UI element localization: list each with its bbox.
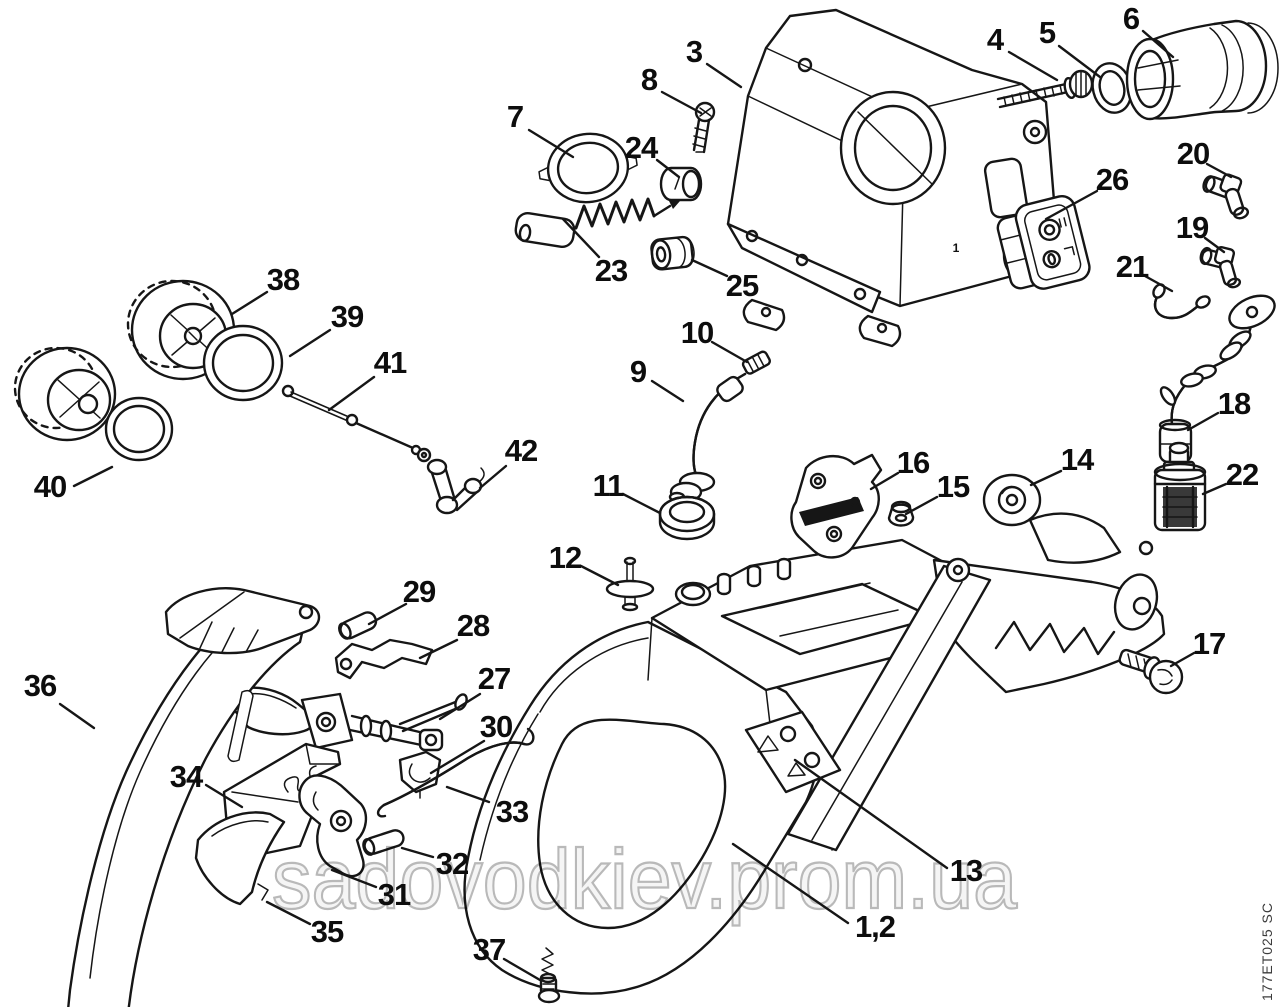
- part-oring-39: [202, 324, 284, 402]
- callout-leader-line-40: [72, 465, 114, 488]
- callout-leader-lines: [58, 29, 1233, 982]
- part-fuel-filter-22: [1153, 441, 1207, 532]
- callout-leader-line-4: [1007, 50, 1059, 82]
- callout-leader-line-38: [230, 290, 269, 316]
- callout-leader-line-8: [660, 90, 703, 115]
- callout-leader-line-34: [204, 783, 244, 809]
- part-oil-hose-18: [1158, 294, 1276, 464]
- part-adapter-6: [1125, 19, 1279, 121]
- callout-leader-line-1,2: [731, 842, 850, 925]
- callout-leader-line-18: [1186, 411, 1220, 432]
- callout-leader-line-10: [710, 340, 749, 364]
- callout-leader-line-5: [1057, 44, 1102, 79]
- callout-leader-line-28: [418, 638, 459, 660]
- part-pump-cover-16: [790, 453, 883, 559]
- callout-leader-line-16: [869, 471, 900, 491]
- part-hose-21: [1152, 283, 1211, 320]
- part-plug-24: [659, 166, 703, 202]
- callout-leader-line-23: [561, 217, 601, 259]
- callout-leader-line-14: [1029, 469, 1063, 487]
- part-pin-29: [338, 611, 378, 640]
- callout-leader-line-35: [265, 900, 312, 926]
- callout-leader-line-39: [288, 328, 332, 358]
- watermark-text: sadovodkiev.prom.ua: [272, 832, 1017, 926]
- callout-leader-line-19: [1203, 236, 1226, 254]
- callout-leader-line-42: [478, 464, 508, 490]
- part-tube-9: [668, 350, 771, 503]
- callout-leader-line-7: [527, 128, 575, 159]
- part-rod-41: [281, 384, 432, 463]
- callout-leader-line-33: [445, 785, 491, 804]
- callout-leader-line-12: [579, 564, 620, 587]
- part-handlebar-36: [67, 587, 321, 1007]
- callout-leader-line-36: [58, 702, 96, 730]
- callout-leader-line-25: [690, 258, 729, 278]
- part-latch-30: [398, 750, 442, 799]
- part-ring-grommet-14: [982, 473, 1042, 527]
- part-screw-17: [1118, 648, 1184, 695]
- callout-leader-line-37: [502, 957, 542, 982]
- part-spring-screw-23: [514, 197, 680, 248]
- warning-label: [744, 710, 842, 794]
- part-switch-26: [996, 195, 1091, 290]
- callout-leader-line-32: [400, 846, 435, 859]
- part-bushing-11: [658, 495, 716, 541]
- part-elbow-valve-19: [1199, 245, 1242, 289]
- callout-leader-line-26: [1044, 189, 1099, 221]
- callout-leader-line-13: [793, 758, 949, 870]
- callout-leader-line-17: [1169, 651, 1196, 668]
- part-handle-shell-35: [194, 811, 286, 906]
- part-screw-37: [537, 947, 561, 1004]
- callout-leader-line-41: [327, 375, 376, 412]
- part-shroud-housing: [726, 8, 1060, 348]
- part-collet-25: [650, 235, 695, 271]
- part-screw-8: [692, 101, 716, 154]
- callout-leader-line-22: [1201, 482, 1228, 496]
- part-crank-28: [334, 638, 434, 680]
- callout-leader-line-31: [330, 868, 378, 889]
- part-nut-15: [887, 500, 915, 527]
- sheet-code-text: 177ET025 SC: [1259, 902, 1275, 1001]
- callout-leader-line-29: [367, 602, 408, 626]
- part-cap-40: [13, 346, 174, 462]
- part-elbow-nozzle-20: [1202, 173, 1250, 220]
- callout-leader-line-24: [655, 158, 681, 179]
- part-rod-33: [376, 727, 535, 818]
- callout-leader-line-21: [1143, 274, 1174, 293]
- part-pin-32: [362, 829, 405, 856]
- callout-leader-line-15: [904, 495, 939, 516]
- part-retainer-42: [426, 458, 485, 515]
- callout-leader-line-3: [705, 62, 743, 89]
- callout-leader-line-11: [621, 492, 662, 515]
- callout-leader-line-27: [438, 692, 482, 721]
- callout-leader-line-20: [1205, 162, 1233, 179]
- callout-leader-line-30: [429, 739, 486, 775]
- callout-leader-line-6: [1141, 29, 1175, 59]
- part-tank-housing: [463, 512, 1166, 995]
- part-throttle-shaft-27: [229, 686, 468, 752]
- callout-leader-line-9: [650, 379, 685, 403]
- part-interlock-31: [298, 774, 368, 878]
- part-gasket-7: [538, 132, 638, 204]
